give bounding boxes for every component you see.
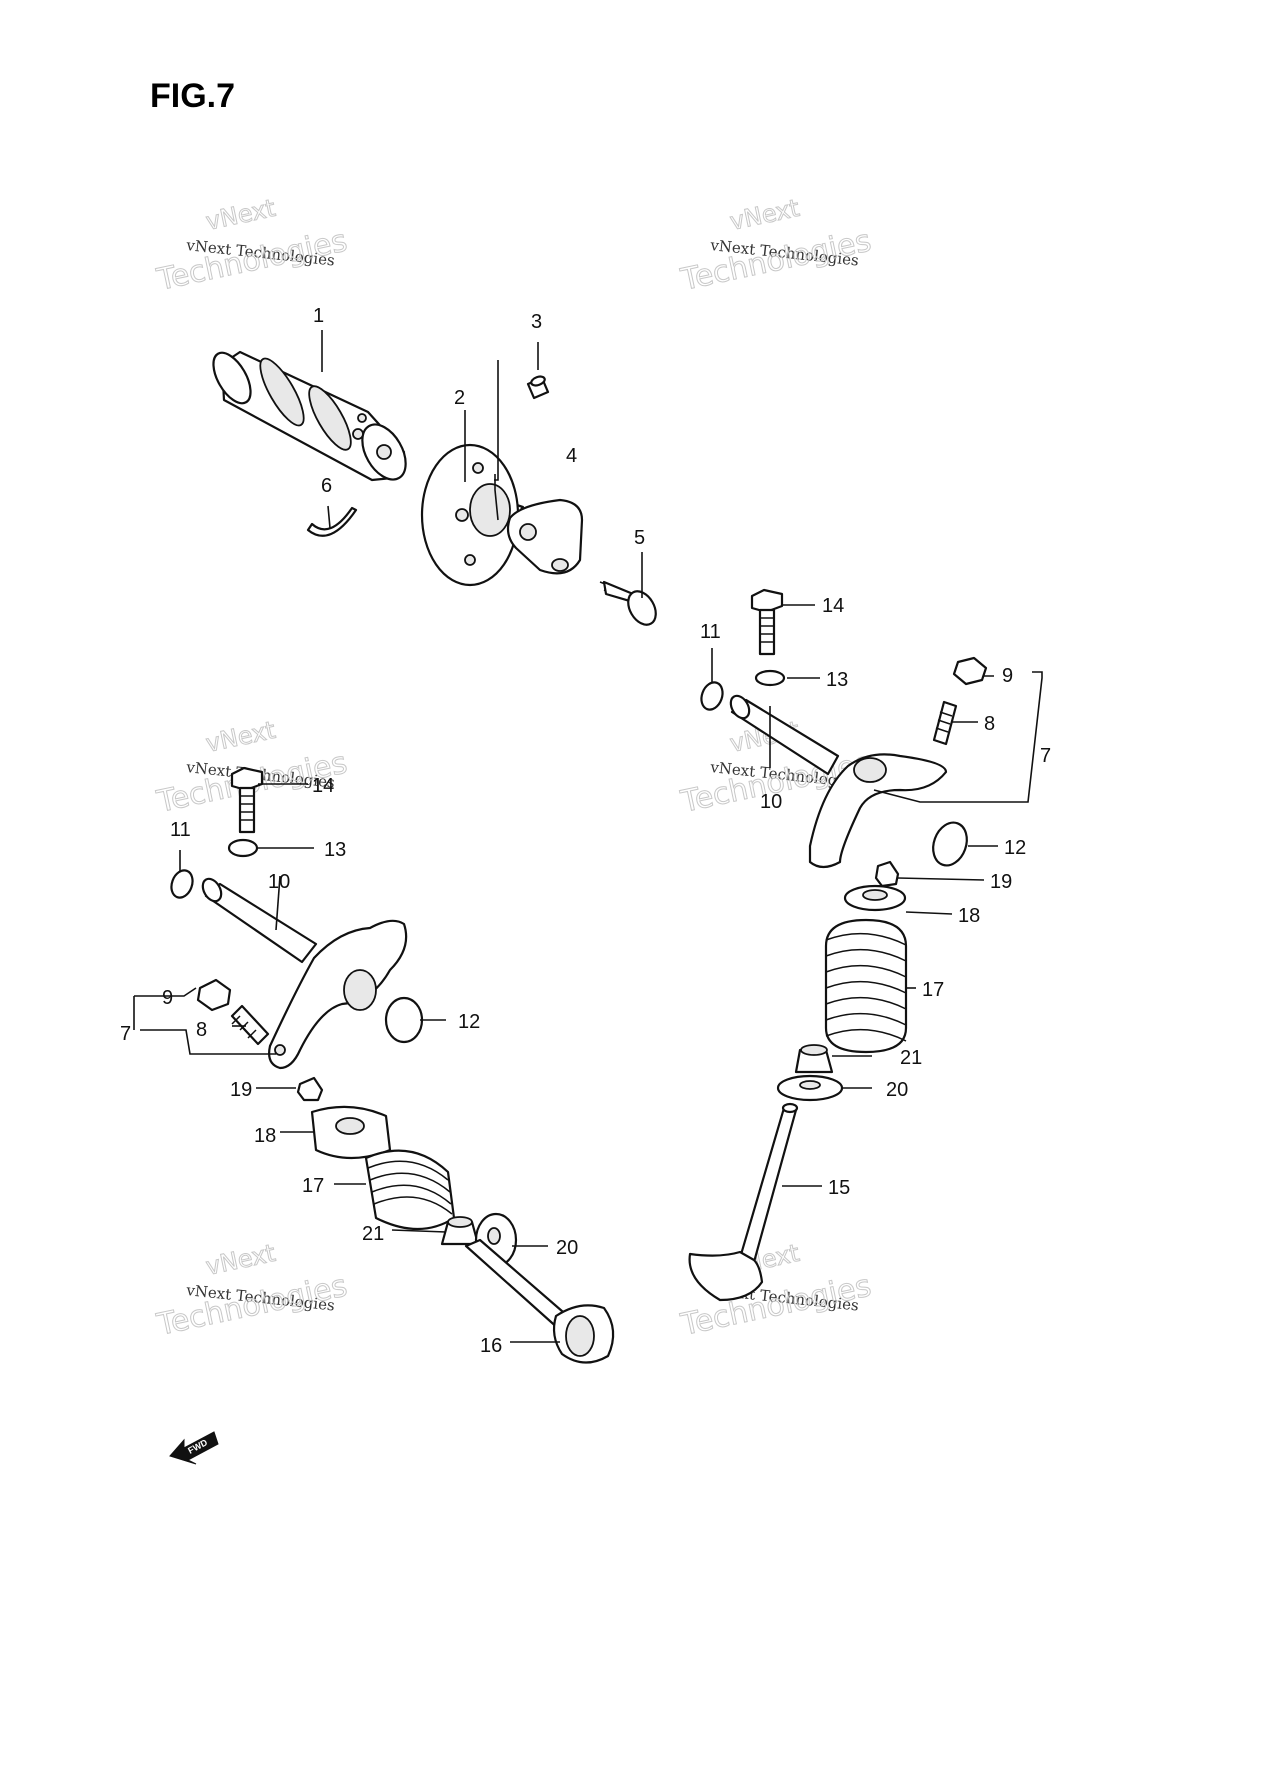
callout-label: 19: [990, 871, 1012, 893]
rocker-arm-left: [268, 919, 408, 1070]
forward-arrow: FWD: [169, 1431, 219, 1465]
callout-label: 1: [313, 305, 324, 327]
sprocket-plate: [506, 498, 584, 575]
valve-stem-seal-right: [794, 1044, 834, 1074]
valve-cotter-left: [296, 1076, 324, 1102]
watermark-text-small: vNext: [203, 1239, 277, 1281]
callout-label: 17: [922, 979, 944, 1001]
rocker-shaft-bolt-left: [230, 766, 264, 834]
adjusting-screw-right: [932, 700, 958, 746]
callout-label: 7: [1040, 745, 1051, 767]
callout-label: 3: [531, 311, 542, 333]
rocker-shaft-left: [201, 877, 318, 964]
washer-right: [754, 669, 786, 687]
callout-label: 8: [196, 1019, 207, 1041]
valve-spring-left: [364, 1149, 456, 1231]
callout-label: 8: [984, 713, 995, 735]
callout-label: 20: [556, 1237, 578, 1259]
callout-labels: 1 2 3 4 5 6 14 13 11 10 9 8 7 12 19 18 1…: [120, 305, 1051, 1357]
rocker-arm-right: [808, 753, 948, 869]
watermark-top-right: vNext vNext Technologies Technologies: [677, 193, 875, 299]
callout-label: 9: [1002, 665, 1013, 687]
watermark-text-large: Technologies: [677, 224, 874, 299]
callout-label: 12: [458, 1011, 480, 1033]
sprocket-bolt: [599, 580, 657, 626]
spring-retainer-left: [310, 1105, 392, 1160]
lock-nut-right: [952, 656, 988, 686]
shim-washer-left: [384, 996, 424, 1044]
callout-label: 19: [230, 1079, 252, 1101]
watermark-text-small: vNext: [727, 194, 801, 236]
watermark-text-large: Technologies: [153, 1269, 350, 1344]
spring-seat-right: [776, 1074, 844, 1102]
exhaust-valve: [688, 1102, 799, 1302]
callout-label: 18: [254, 1125, 276, 1147]
figure-title: FIG.7: [150, 77, 235, 115]
valve-spring-right: [824, 918, 908, 1054]
callout-label: 17: [302, 1175, 324, 1197]
camshaft: [212, 350, 407, 482]
callout-label: 13: [826, 669, 848, 691]
callout-label: 18: [958, 905, 980, 927]
callout-label: 11: [700, 621, 721, 643]
watermark-bottom-left: vNext vNext Technologies Technologies: [153, 1238, 351, 1344]
callout-label: 6: [321, 475, 332, 497]
shim-washer-right: [932, 821, 968, 867]
adjusting-screw-left: [230, 1004, 270, 1046]
watermark-text-large: Technologies: [153, 224, 350, 299]
callout-label: 21: [362, 1223, 384, 1245]
callout-label: 11: [170, 819, 191, 841]
callout-label: 7: [120, 1023, 131, 1045]
callout-label: 20: [886, 1079, 908, 1101]
callout-label: 15: [828, 1177, 850, 1199]
dowel-pin: [526, 375, 550, 400]
leader-lines: [133, 330, 1043, 1343]
valve-stem-seal-left: [440, 1216, 480, 1246]
callout-label: 12: [1004, 837, 1026, 859]
callout-label: 9: [162, 987, 173, 1009]
rocker-shaft-right: [729, 694, 840, 776]
spring-retainer-right: [843, 884, 907, 912]
rocker-shaft-bolt-right: [750, 588, 784, 656]
watermark-text-small: vNext: [203, 194, 277, 236]
callout-label: 13: [324, 839, 346, 861]
watermark-top-left: vNext vNext Technologies Technologies: [153, 193, 351, 299]
o-ring-left: [170, 869, 194, 899]
washer-left: [227, 838, 259, 858]
lock-nut-left: [196, 978, 232, 1012]
intake-valve: [464, 1238, 615, 1364]
callout-label: 10: [760, 791, 782, 813]
c-clip: [306, 506, 358, 537]
cam-sprocket: [420, 443, 525, 587]
callout-label: 21: [900, 1047, 922, 1069]
callout-label: 4: [566, 445, 577, 467]
o-ring-right: [700, 681, 724, 711]
callout-label: 14: [822, 595, 844, 617]
callout-label: 14: [312, 775, 334, 797]
callout-label: 16: [480, 1335, 502, 1357]
watermark-text-small: vNext: [203, 716, 277, 758]
callout-label: 5: [634, 527, 645, 549]
valve-cotter-right: [874, 860, 900, 888]
callout-label: 10: [268, 871, 290, 893]
callout-label: 2: [454, 387, 465, 409]
